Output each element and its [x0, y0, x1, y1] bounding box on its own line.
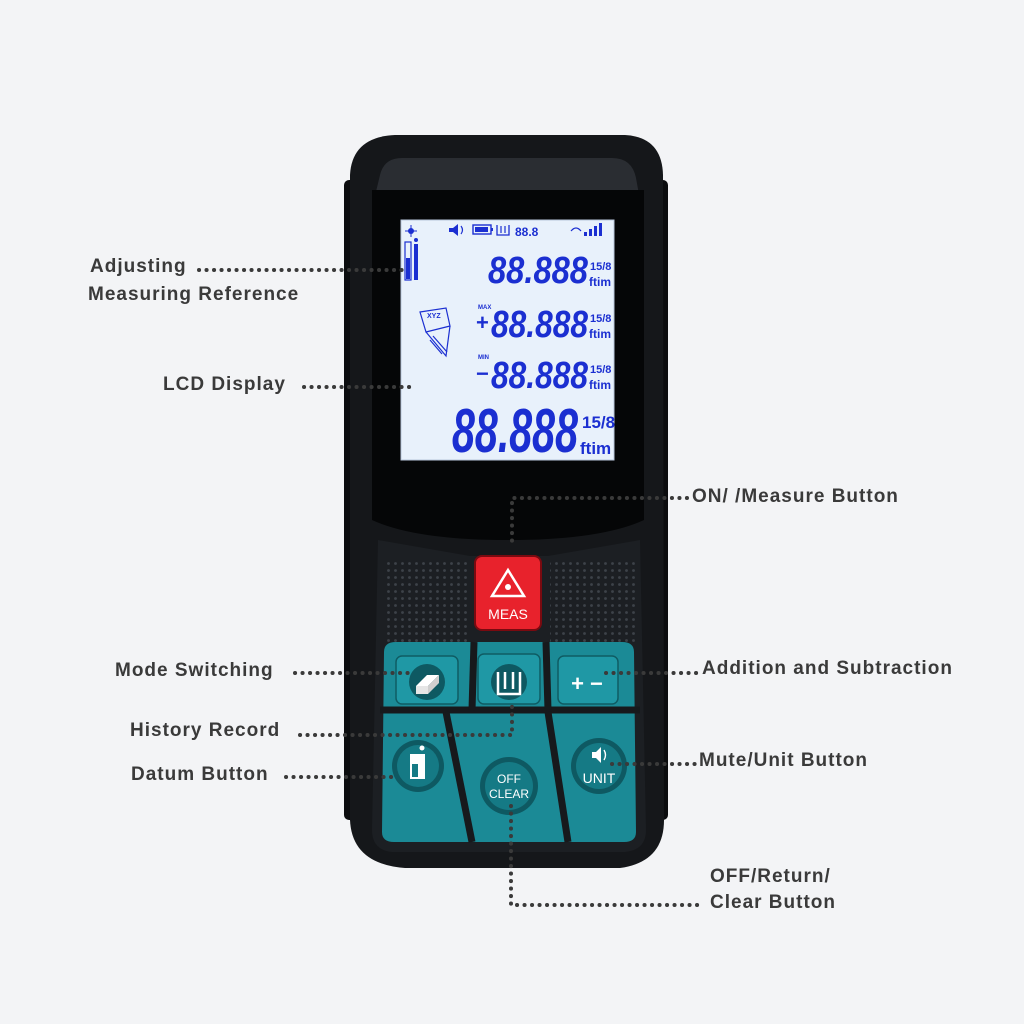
- callout-on-measure: ON/ /Measure Button: [692, 486, 899, 507]
- callout-adjusting-line2: Measuring Reference: [88, 284, 300, 305]
- lcd-row-2-sign: +: [476, 310, 489, 335]
- lcd-row-2: 88.888: [491, 304, 589, 346]
- mute-speaker-icon: [592, 747, 607, 763]
- callout-off-line2: Clear Button: [710, 892, 836, 913]
- battery-icon: [472, 224, 493, 235]
- right-speaker-grille: [550, 560, 635, 646]
- plus-minus-label: + −: [571, 671, 603, 696]
- xyz-mode-icon: XYZ: [419, 307, 451, 358]
- lcd-units: 15/8 ftim 15/8 ftim 15/8 ftim 15/8 ftim: [580, 261, 615, 458]
- unit-1: ftim: [589, 275, 611, 289]
- memory-icon: [496, 225, 510, 236]
- mode-switch-button[interactable]: [395, 655, 459, 705]
- datum-button[interactable]: [392, 740, 444, 792]
- fraction-1: 15/8: [590, 261, 611, 273]
- off-clear-button[interactable]: OFF CLEAR: [480, 757, 538, 815]
- lcd-row-1: 88.888: [488, 250, 589, 292]
- leader-history: [298, 704, 514, 737]
- callout-mute-unit: Mute/Unit Button: [699, 750, 869, 771]
- laser-warning-icon: [489, 567, 527, 598]
- callout-addition-subtraction: Addition and Subtraction: [702, 658, 953, 679]
- meas-label: MEAS: [488, 606, 528, 622]
- clear-label: CLEAR: [489, 787, 529, 801]
- callout-datum-button: Datum Button: [131, 764, 269, 785]
- speaker-icon: [449, 224, 464, 236]
- off-label: OFF: [497, 772, 521, 786]
- leader-off: [509, 804, 702, 907]
- unit-label: UNIT: [583, 770, 616, 786]
- fraction-3: 15/8: [590, 364, 611, 376]
- fraction-4: 15/8: [582, 413, 615, 432]
- callout-adjusting-line1: Adjusting: [90, 256, 187, 277]
- max-label: MAX: [478, 305, 491, 311]
- callout-off-line1: OFF/Return/: [710, 866, 831, 887]
- meas-button[interactable]: MEAS: [474, 555, 542, 631]
- callout-history-record: History Record: [130, 720, 281, 741]
- fraction-2: 15/8: [590, 313, 611, 325]
- history-icon: [496, 672, 522, 696]
- top-face: [374, 158, 640, 200]
- xyz-label: XYZ: [427, 313, 441, 320]
- left-speaker-grille: [383, 560, 468, 646]
- eraser-icon: [416, 675, 439, 694]
- callout-lcd-display: LCD Display: [163, 374, 286, 395]
- reference-mode-icon: [404, 238, 418, 281]
- unit-button[interactable]: UNIT: [571, 738, 627, 794]
- lcd-row-4: 88.888: [452, 397, 578, 466]
- lcd-row-3-sign: −: [476, 361, 489, 386]
- status-value: 88.8: [515, 225, 539, 239]
- unit-4: ftim: [580, 439, 611, 458]
- unit-3: ftim: [589, 378, 611, 392]
- plus-minus-button[interactable]: + −: [557, 655, 619, 705]
- lcd-row-3: 88.888: [491, 355, 589, 397]
- min-label: MIN: [478, 355, 489, 361]
- leader-on-measure: [510, 496, 689, 550]
- leader-lines: [197, 268, 702, 907]
- datum-icon: [410, 745, 425, 779]
- signal-icon: [570, 223, 602, 236]
- history-record-button[interactable]: [477, 653, 541, 705]
- lcd-status-bar: 88.8: [405, 223, 602, 239]
- unit-2: ftim: [589, 327, 611, 341]
- laser-icon: [405, 225, 417, 237]
- callout-mode-switching: Mode Switching: [115, 660, 274, 681]
